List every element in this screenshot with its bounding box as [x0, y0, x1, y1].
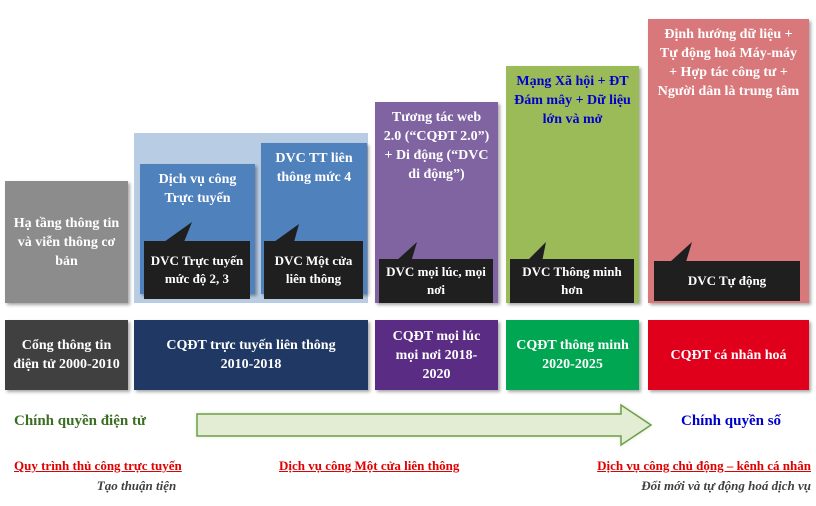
stage4-bottom-text: CQĐT thông minh 2020-2025 — [516, 338, 629, 372]
stage2-callout-b-text: DVC Một cửa liên thông — [274, 253, 353, 286]
stage2-callout-b-pointer — [274, 224, 299, 242]
arrow-left-label: Chính quyền điện tử — [14, 411, 146, 431]
stage5-bottom-text: CQĐT cá nhân hoá — [670, 347, 787, 363]
stage5-top-box: Định hướng dữ liệu + Tự động hoá Máy-máy… — [648, 19, 809, 303]
footer-left-sub: Tạo thuận tiện — [96, 478, 177, 493]
footer-left: Quy trình thủ công trực tuyến Tạo thuận … — [14, 457, 229, 495]
stage2-callout-a: DVC Trực tuyến mức độ 2, 3 — [144, 241, 250, 299]
stage1-bottom-text: Cổng thông tin điện tử 2000-2010 — [13, 338, 120, 372]
footer-mid: Dịch vụ công Một cửa liên thông — [279, 457, 459, 475]
stage5-top-text: Định hướng dữ liệu + Tự động hoá Máy-máy… — [657, 27, 800, 99]
stage3-top-text: Tương tác web 2.0 (“CQĐT 2.0”) + Di động… — [383, 110, 490, 182]
stage5-callout-pointer — [670, 242, 692, 262]
stage4-bottom-box: CQĐT thông minh 2020-2025 — [506, 320, 639, 390]
stage3-callout-pointer — [395, 242, 417, 262]
progress-arrow — [196, 403, 653, 447]
footer-mid-title: Dịch vụ công Một cửa liên thông — [279, 458, 460, 473]
stage3-callout-text: DVC mọi lúc, mọi nơi — [386, 264, 486, 297]
arrow-right-label: Chính quyền số — [681, 411, 781, 431]
stage1-top-text: Hạ tầng thông tin và viễn thông cơ bản — [13, 215, 120, 269]
stage4-callout-text: DVC Thông minh hơn — [522, 264, 622, 297]
stage4-top-text: Mạng Xã hội + ĐT Đám mây + Dữ liệu lớn v… — [514, 74, 631, 127]
progress-arrow-shape — [196, 403, 653, 447]
stage3-bottom-text: CQĐT mọi lúc mọi nơi 2018-2020 — [392, 328, 481, 382]
stage5-callout: DVC Tự động — [654, 261, 800, 301]
stage2-callout-b: DVC Một cửa liên thông — [264, 241, 363, 299]
arrow-right-label-text: Chính quyền số — [681, 413, 782, 429]
stage2-callout-pointers — [164, 222, 299, 242]
stage1-bottom-box: Cổng thông tin điện tử 2000-2010 — [5, 320, 128, 390]
stage4-callout-pointer — [526, 242, 546, 262]
stage5-callout-text: DVC Tự động — [687, 273, 767, 288]
stage2-box-a-text: Dịch vụ công Trực tuyến — [158, 172, 237, 206]
arrow-left-label-text: Chính quyền điện tử — [14, 413, 146, 429]
stage2-callout-a-text: DVC Trực tuyến mức độ 2, 3 — [150, 253, 244, 286]
footer-right-title: Dịch vụ công chủ động – kênh cá nhân — [597, 458, 811, 473]
stage2-callout-a-pointer — [164, 222, 192, 242]
stage1-top-box: Hạ tầng thông tin và viễn thông cơ bản — [5, 181, 128, 303]
stage5-bottom-box: CQĐT cá nhân hoá — [648, 320, 809, 390]
footer-right-sub: Đổi mới và tự động hoá dịch vụ — [641, 478, 811, 493]
stage3-callout: DVC mọi lúc, mọi nơi — [379, 259, 493, 303]
stage3-bottom-box: CQĐT mọi lúc mọi nơi 2018-2020 — [375, 320, 498, 390]
footer-right: Dịch vụ công chủ động – kênh cá nhân Đổi… — [549, 457, 811, 495]
stage4-callout: DVC Thông minh hơn — [510, 259, 634, 303]
footer-left-title: Quy trình thủ công trực tuyến — [14, 458, 182, 473]
stage2-bottom-box: CQĐT trực tuyến liên thông 2010-2018 — [134, 320, 368, 390]
stage2-box-b-text: DVC TT liên thông mức 4 — [275, 151, 353, 185]
stage2-bottom-text: CQĐT trực tuyến liên thông 2010-2018 — [166, 338, 336, 372]
